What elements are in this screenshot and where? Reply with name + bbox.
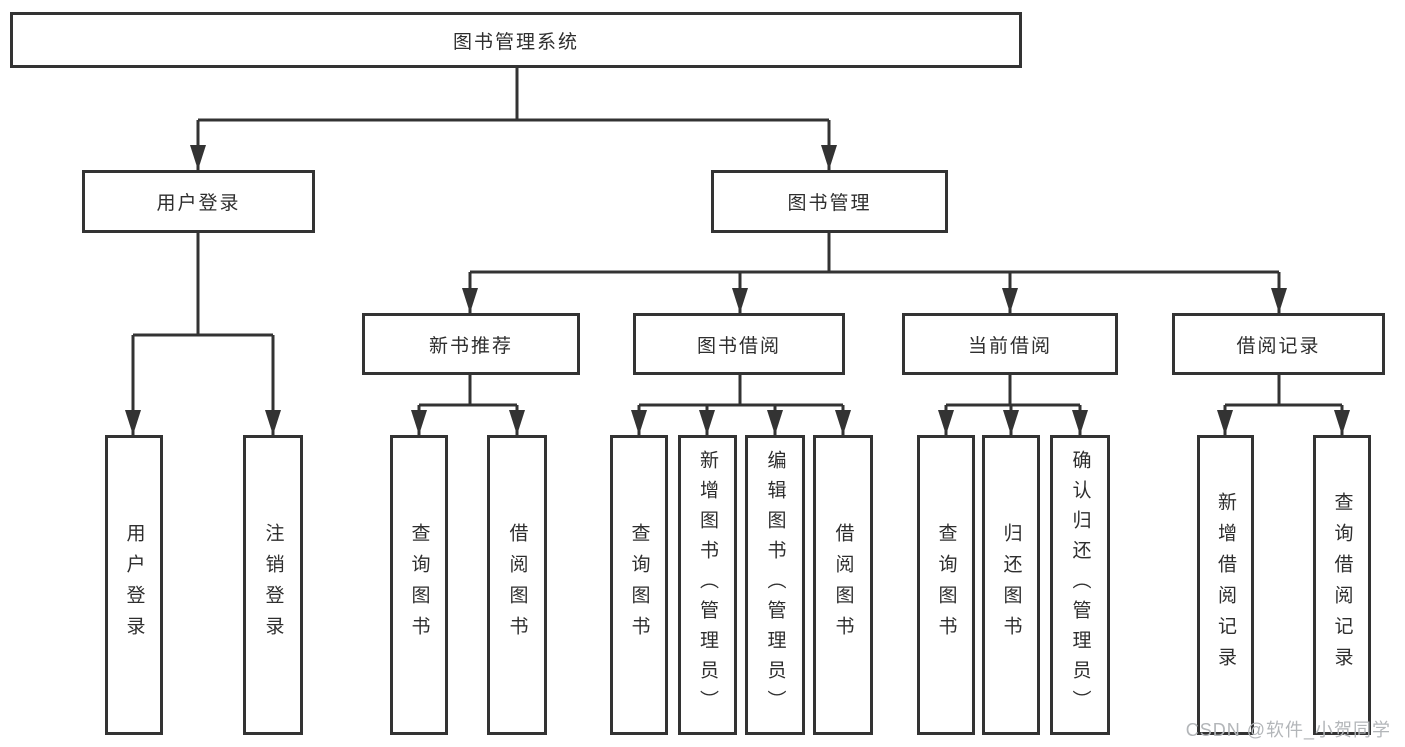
leaf-query-books-1: 查询图书 xyxy=(390,435,448,735)
leaf-return-book: 归还图书 xyxy=(982,435,1040,735)
leaf-borrow-books-1: 借阅图书 xyxy=(487,435,547,735)
leaf-label: 查询图书 xyxy=(628,523,650,647)
node-user-login-group: 用户登录 xyxy=(82,170,315,233)
node-library-system: 图书管理系统 xyxy=(10,12,1022,68)
leaf-label: 归还图书 xyxy=(1000,523,1022,647)
leaf-label: 借阅图书 xyxy=(832,523,854,647)
leaf-query-books-2: 查询图书 xyxy=(610,435,668,735)
csdn-watermark: CSDN @软件_小贺同学 xyxy=(1185,720,1391,740)
node-current-borrowing: 当前借阅 xyxy=(902,313,1118,375)
connector-skeleton xyxy=(133,68,1342,407)
leaf-label: 确认归还（管理员） xyxy=(1069,450,1091,720)
leaf-user-login: 用户登录 xyxy=(105,435,163,735)
node-book-management: 图书管理 xyxy=(711,170,948,233)
leaf-label: 查询图书 xyxy=(935,523,957,647)
leaf-borrow-books-2: 借阅图书 xyxy=(813,435,873,735)
node-book-borrowing: 图书借阅 xyxy=(633,313,845,375)
leaf-edit-book-admin: 编辑图书（管理员） xyxy=(745,435,805,735)
leaf-label: 用户登录 xyxy=(123,523,145,647)
leaf-query-books-3: 查询图书 xyxy=(917,435,975,735)
leaf-label: 查询借阅记录 xyxy=(1331,492,1353,678)
leaf-confirm-return-admin: 确认归还（管理员） xyxy=(1050,435,1110,735)
leaf-label: 编辑图书（管理员） xyxy=(764,450,786,720)
leaf-label: 借阅图书 xyxy=(506,523,528,647)
leaf-query-borrow-record: 查询借阅记录 xyxy=(1313,435,1371,735)
leaf-label: 查询图书 xyxy=(408,523,430,647)
node-new-book-recommend: 新书推荐 xyxy=(362,313,580,375)
leaf-label: 注销登录 xyxy=(262,523,284,647)
leaf-label: 新增图书（管理员） xyxy=(697,450,718,720)
leaf-label: 新增借阅记录 xyxy=(1215,492,1236,678)
node-borrowing-records: 借阅记录 xyxy=(1172,313,1385,375)
leaf-logout: 注销登录 xyxy=(243,435,303,735)
leaf-add-book-admin: 新增图书（管理员） xyxy=(678,435,737,735)
leaf-add-borrow-record: 新增借阅记录 xyxy=(1197,435,1254,735)
